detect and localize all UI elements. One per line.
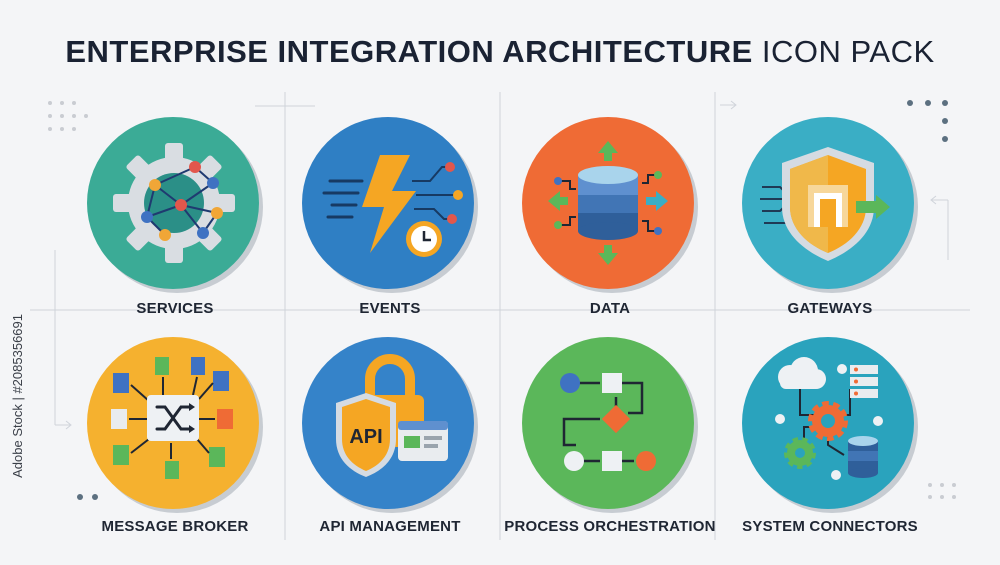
cloud-server-gears-icon: [742, 337, 918, 513]
label-gateways: GATEWAYS: [787, 300, 873, 317]
icon-tile-events: EVENTS: [280, 115, 500, 345]
icon-tile-system-connectors: SYSTEM CONNECTORS: [720, 335, 940, 565]
dot-pair-bottom-left: [77, 494, 98, 500]
icon-tile-process-orchestration: PROCESS ORCHESTRATION: [500, 335, 720, 565]
dot-grid-top-right: [907, 100, 948, 142]
api-shield-text: API: [349, 426, 382, 448]
flowchart-icon: [522, 337, 698, 513]
watermark: Adobe Stock | #2085356691: [10, 314, 25, 478]
icon-tile-data: DATA: [500, 115, 720, 345]
label-api-management: API MANAGEMENT: [319, 518, 461, 535]
label-message-broker: MESSAGE BROKER: [101, 518, 249, 535]
lightning-clock-icon: [302, 117, 478, 293]
title-light: ICON PACK: [761, 34, 935, 69]
database-arrows-icon: [522, 117, 698, 293]
page-title: ENTERPRISE INTEGRATION ARCHITECTURE ICON…: [0, 34, 1000, 70]
shuffle-hub-icon: [87, 337, 263, 513]
title-bold: ENTERPRISE INTEGRATION ARCHITECTURE: [65, 34, 753, 69]
api-lock-icon: API: [302, 337, 478, 513]
label-services: SERVICES: [136, 300, 214, 317]
dot-grid-bottom-right: [928, 483, 956, 499]
label-events: EVENTS: [359, 300, 421, 317]
icon-tile-message-broker: MESSAGE BROKER: [65, 335, 285, 565]
label-process-orchestration: PROCESS ORCHESTRATION: [504, 518, 716, 535]
gear-network-icon: [87, 117, 263, 293]
shield-gateway-icon: [742, 117, 918, 293]
label-system-connectors: SYSTEM CONNECTORS: [742, 518, 918, 535]
icon-tile-services: SERVICES: [65, 115, 285, 345]
icon-tile-gateways: GATEWAYS: [720, 115, 940, 345]
label-data: DATA: [589, 300, 631, 317]
dot-grid-top-left: [48, 101, 88, 131]
icon-tile-api-management: API API MANAGEMENT: [280, 335, 500, 565]
